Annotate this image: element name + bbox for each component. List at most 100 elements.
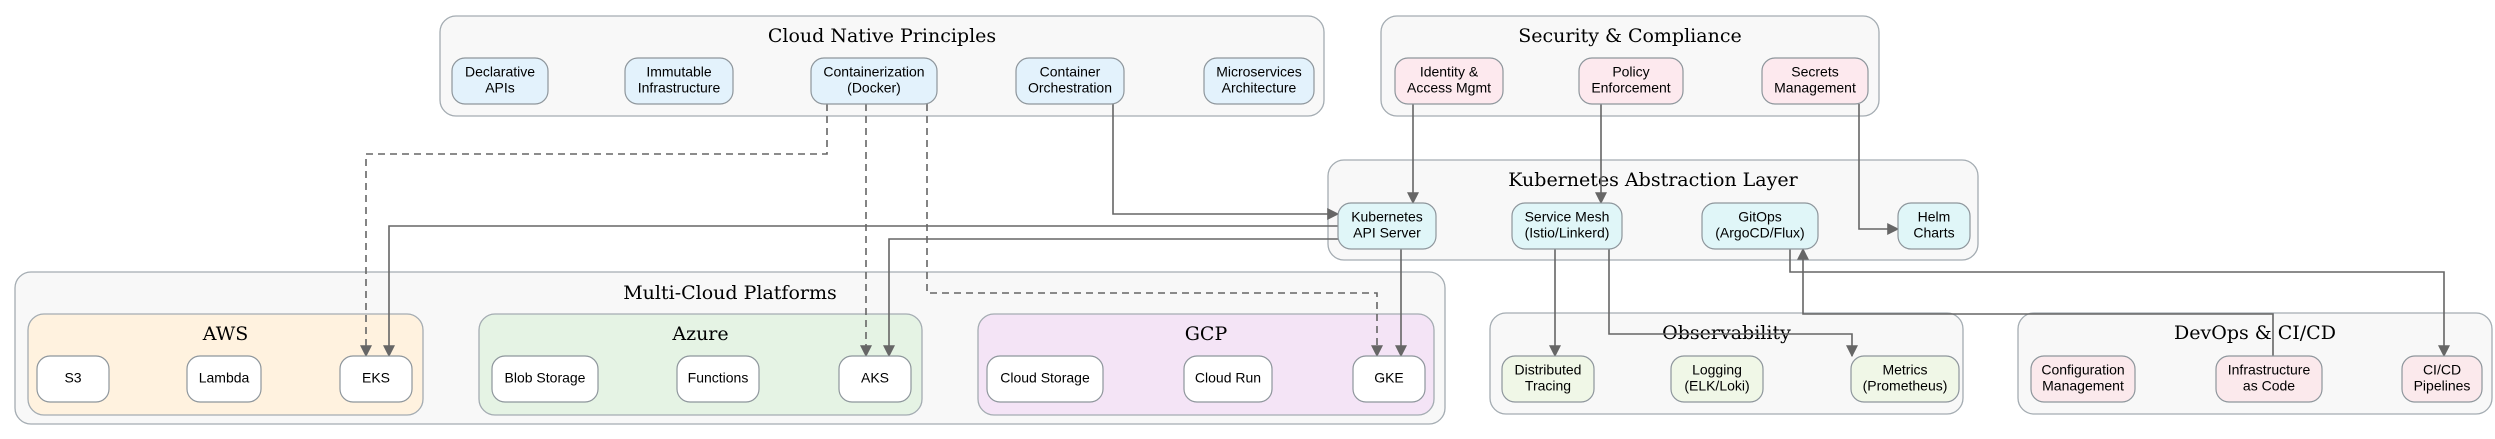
node-tracing-box — [1501, 355, 1595, 403]
node-policy-label-2: Enforcement — [1591, 80, 1670, 96]
edge-service_mesh-to-metrics — [1608, 249, 1858, 358]
node-policy-label-1: Policy — [1612, 64, 1649, 80]
cluster-observability-title: Observability — [1662, 322, 1791, 344]
node-containerization-label-1: Containerization — [823, 64, 924, 80]
node-aks-label-1: AKS — [861, 370, 889, 386]
node-s3-label-1: S3 — [64, 370, 81, 386]
node-gitops: GitOps(ArgoCD/Flux) — [1701, 202, 1819, 250]
node-helm-label-1: Helm — [1918, 209, 1951, 225]
edge-api_server-to-aks — [883, 238, 1338, 358]
node-eks: EKS — [339, 355, 413, 403]
cluster-multicloud-title: Multi-Cloud Platforms — [623, 282, 837, 304]
node-iac-box — [2215, 355, 2323, 403]
node-metrics-box — [1850, 355, 1960, 403]
node-service-mesh-label-2: (Istio/Linkerd) — [1525, 225, 1610, 241]
node-cloud-run-box — [1183, 355, 1273, 403]
node-immutable-label-1: Immutable — [646, 64, 712, 80]
node-functions: Functions — [676, 355, 760, 403]
node-functions-label-1: Functions — [688, 370, 749, 386]
node-gitops-box — [1701, 202, 1819, 250]
node-policy-box — [1578, 57, 1684, 105]
node-identity-label-1: Identity & — [1420, 64, 1479, 80]
node-aks: AKS — [838, 355, 912, 403]
node-service-mesh-box — [1511, 202, 1623, 250]
node-metrics-label-1: Metrics — [1882, 362, 1927, 378]
node-lambda-box — [186, 355, 262, 403]
node-api-server-label-2: API Server — [1353, 225, 1421, 241]
node-gke-box — [1352, 355, 1426, 403]
node-gke-label-1: GKE — [1374, 370, 1404, 386]
node-aks-box — [838, 355, 912, 403]
node-logging: Logging(ELK/Loki) — [1670, 355, 1764, 403]
node-blob-box — [491, 355, 599, 403]
edge-api_server-to-eks — [383, 225, 1338, 358]
node-metrics: Metrics(Prometheus) — [1850, 355, 1960, 403]
node-service-mesh: Service Mesh(Istio/Linkerd) — [1511, 202, 1623, 250]
node-helm-label-2: Charts — [1913, 225, 1954, 241]
cluster-kubernetes-title: Kubernetes Abstraction Layer — [1508, 169, 1798, 191]
node-config-mgmt-label-2: Management — [2042, 378, 2124, 394]
node-api-server-label-1: Kubernetes — [1351, 209, 1423, 225]
edge-gitops-to-cicd — [1789, 249, 2450, 358]
cluster-gcp-title: GCP — [1185, 323, 1228, 345]
cluster-azure-title: Azure — [671, 323, 728, 345]
node-tracing-label-2: Tracing — [1525, 378, 1571, 394]
node-cicd-box — [2401, 355, 2483, 403]
node-gitops-label-2: (ArgoCD/Flux) — [1715, 225, 1804, 241]
node-containerization-label-2: (Docker) — [847, 80, 901, 96]
edge-orchestration-to-api_server — [1112, 104, 1340, 220]
node-declarative-box — [451, 57, 549, 105]
node-secrets-label-2: Management — [1774, 80, 1856, 96]
node-microservices-box — [1203, 57, 1315, 105]
node-logging-box — [1670, 355, 1764, 403]
edge-secrets-to-helm — [1858, 104, 1900, 235]
node-secrets-box — [1761, 57, 1869, 105]
node-lambda: Lambda — [186, 355, 262, 403]
node-cloud-storage-label-1: Cloud Storage — [1000, 370, 1090, 386]
node-functions-box — [676, 355, 760, 403]
node-gitops-label-1: GitOps — [1738, 209, 1782, 225]
node-logging-label-1: Logging — [1692, 362, 1742, 378]
node-cloud-run: Cloud Run — [1183, 355, 1273, 403]
node-orchestration-label-1: Container — [1040, 64, 1101, 80]
node-identity-label-2: Access Mgmt — [1407, 80, 1491, 96]
node-secrets-label-1: Secrets — [1791, 64, 1838, 80]
edges-layer — [360, 104, 2450, 358]
node-cloud-run-label-1: Cloud Run — [1195, 370, 1261, 386]
node-logging-label-2: (ELK/Loki) — [1684, 378, 1749, 394]
node-microservices-label-2: Architecture — [1222, 80, 1297, 96]
node-metrics-label-2: (Prometheus) — [1863, 378, 1948, 394]
node-blob-label-1: Blob Storage — [505, 370, 586, 386]
cluster-aws-title: AWS — [202, 323, 249, 345]
node-config-mgmt-box — [2030, 355, 2136, 403]
node-config-mgmt-label-1: Configuration — [2041, 362, 2124, 378]
node-eks-box — [339, 355, 413, 403]
node-cloud-storage: Cloud Storage — [986, 355, 1104, 403]
node-api-server-box — [1337, 202, 1437, 250]
node-immutable-label-2: Infrastructure — [638, 80, 721, 96]
node-identity: Identity &Access Mgmt — [1394, 57, 1504, 105]
node-eks-label-1: EKS — [362, 370, 390, 386]
node-immutable-box — [624, 57, 734, 105]
edge-iac-to-gitops — [1797, 247, 2274, 356]
node-containerization: Containerization(Docker) — [810, 57, 938, 105]
nodes-layer: DeclarativeAPIsImmutableInfrastructureCo… — [36, 57, 2483, 403]
node-tracing-label-1: Distributed — [1515, 362, 1582, 378]
node-lambda-label-1: Lambda — [199, 370, 250, 386]
node-iac-label-1: Infrastructure — [2228, 362, 2311, 378]
edge-containerization-to-gke — [926, 104, 1383, 358]
node-gke: GKE — [1352, 355, 1426, 403]
node-s3-box — [36, 355, 110, 403]
node-declarative-label-1: Declarative — [465, 64, 535, 80]
